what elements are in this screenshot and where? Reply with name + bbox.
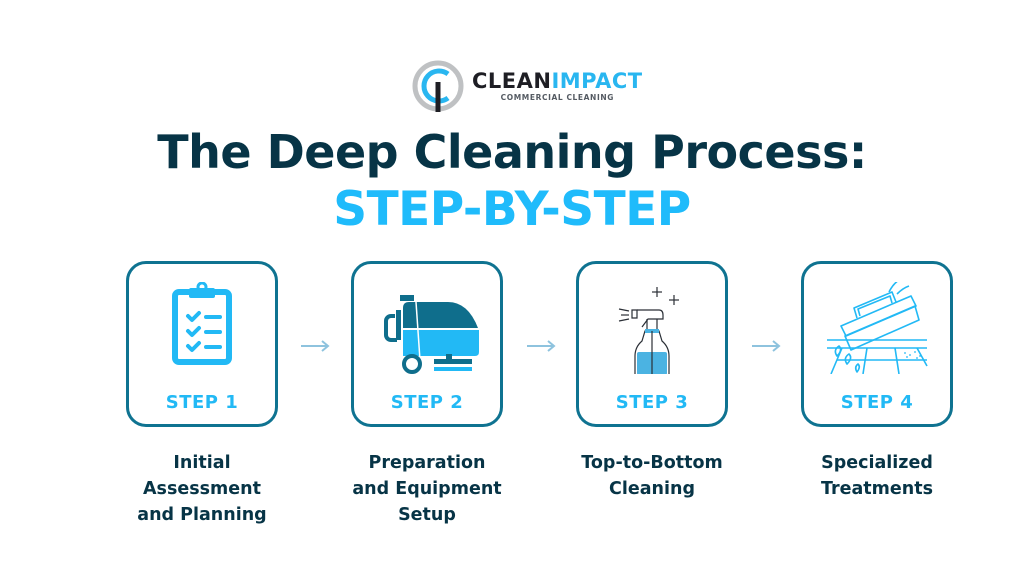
description-line: Preparation — [368, 453, 486, 473]
description-line: and Planning — [137, 505, 267, 525]
page-title: The Deep Cleaning Process: — [157, 125, 867, 179]
brand-name-part1: CLEAN — [472, 69, 552, 93]
description-line: Setup — [398, 505, 456, 525]
description-line: Assessment — [142, 479, 261, 499]
step-description-3: Top-to-Bottom Cleaning — [552, 450, 752, 502]
description-line: Specialized — [821, 453, 933, 473]
logo-c-mark-icon — [412, 60, 464, 112]
step-card-4: STEP 4 — [801, 261, 953, 427]
clipboard-checklist-icon — [129, 282, 275, 374]
step-card-1: STEP 1 — [126, 261, 278, 427]
step-label: STEP 4 — [840, 392, 914, 413]
scrub-brush-icon — [804, 282, 950, 374]
spray-bottle-icon — [579, 282, 725, 374]
logo-text: CLEANIMPACT COMMERCIAL CLEANING — [472, 70, 643, 102]
description-line: and Equipment — [352, 479, 502, 499]
brand-tagline: COMMERCIAL CLEANING — [500, 93, 614, 102]
brand-logo: CLEANIMPACT COMMERCIAL CLEANING — [412, 58, 643, 114]
arrow-right-icon — [301, 340, 330, 352]
page-subtitle: STEP-BY-STEP — [333, 182, 691, 237]
description-line: Initial — [173, 453, 231, 473]
step-description-1: Initial Assessment and Planning — [102, 450, 302, 528]
step-label: STEP 2 — [390, 392, 464, 413]
arrow-right-icon — [752, 340, 781, 352]
brand-name: CLEANIMPACT — [472, 70, 643, 92]
floor-scrubber-machine-icon — [354, 282, 500, 374]
description-line: Top-to-Bottom — [581, 453, 723, 473]
arrow-right-icon — [527, 340, 556, 352]
description-line: Treatments — [820, 479, 934, 499]
step-card-3: STEP 3 — [576, 261, 728, 427]
step-description-2: Preparation and Equipment Setup — [327, 450, 527, 528]
description-line: Cleaning — [609, 479, 695, 499]
brand-name-part2: IMPACT — [551, 69, 643, 93]
step-card-2: STEP 2 — [351, 261, 503, 427]
step-description-4: Specialized Treatments — [777, 450, 977, 502]
step-label: STEP 1 — [165, 392, 239, 413]
step-label: STEP 3 — [615, 392, 689, 413]
